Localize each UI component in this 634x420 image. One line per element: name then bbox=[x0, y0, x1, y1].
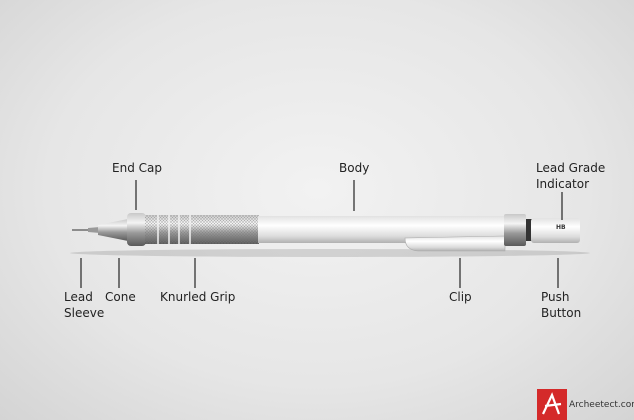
lead-sleeve bbox=[88, 227, 100, 233]
label-line: Lead Grade bbox=[536, 161, 606, 175]
label-end-cap: End Cap bbox=[112, 161, 162, 175]
label-line: Lead bbox=[64, 290, 93, 304]
pencil-clip bbox=[404, 235, 506, 252]
end-cap bbox=[127, 213, 146, 246]
leader-lines bbox=[80, 180, 563, 288]
grip-rings bbox=[157, 215, 191, 244]
label-clip: Clip bbox=[449, 290, 472, 304]
lead-grade-mark: HB bbox=[556, 224, 566, 231]
label-line: Button bbox=[541, 306, 582, 320]
label-line: Indicator bbox=[536, 177, 590, 191]
label-line: Push bbox=[541, 290, 570, 304]
label-lead-grade-indicator: Lead Grade Indicator bbox=[536, 160, 605, 192]
archeetect-logo bbox=[537, 389, 567, 420]
ring-gap bbox=[526, 219, 532, 241]
logo-mark-icon bbox=[542, 392, 562, 415]
shadow bbox=[70, 249, 590, 257]
site-credit: Archeetect.com bbox=[569, 400, 634, 410]
label-line: Sleeve bbox=[64, 306, 105, 320]
cone bbox=[98, 219, 128, 241]
label-knurled-grip: Knurled Grip bbox=[160, 290, 236, 304]
label-body: Body bbox=[339, 161, 370, 175]
metal-ring bbox=[504, 214, 526, 246]
label-push-button: Push Button bbox=[541, 289, 581, 321]
push-button bbox=[531, 218, 580, 243]
label-cone: Cone bbox=[105, 290, 136, 304]
label-lead-sleeve: Lead Sleeve bbox=[64, 289, 104, 321]
knurl-texture bbox=[145, 215, 259, 244]
